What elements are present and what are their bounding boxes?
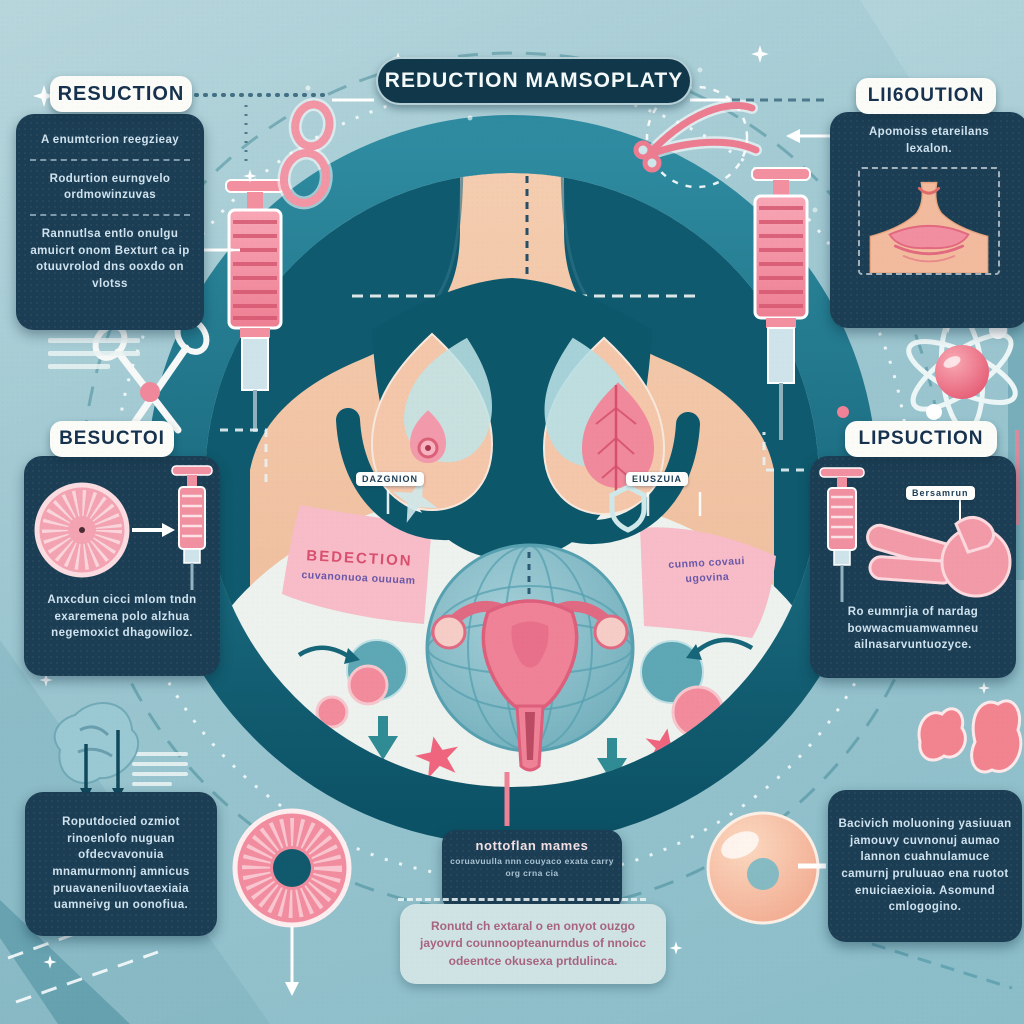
connector-lines [7, 93, 1019, 1004]
dashed-divider [30, 214, 190, 217]
bottom-center-title: nottoflan mames [475, 838, 589, 853]
card-bottom-center-header: nottoflan mames coruavuulla nnn couyaco … [442, 830, 622, 910]
card-top-left-p1: A enumtcrion reegzieay [40, 134, 180, 146]
syringe-hand-illustration [819, 467, 1012, 602]
dashed-divider [30, 158, 190, 161]
donut-icon [232, 808, 352, 996]
syringe-icon [751, 167, 849, 440]
left-breast-tag: DAZGNION [356, 472, 424, 486]
mini-torso-frame [858, 167, 1000, 276]
uterus-icon [431, 599, 629, 772]
card-top-right: Apomoiss etareilans lexalon. [830, 112, 1024, 328]
card-bottom-left-text: Roputdocied ozmiot rinoenlofo nuguan ofd… [52, 815, 190, 912]
glossy-ball-icon [706, 811, 820, 925]
main-title: REDUCTION MAMSOPLATY [376, 57, 692, 105]
card-top-left-p3: Rannutlsa entlo onulgu amuicrt onom Bext… [30, 228, 190, 291]
wedge-shapes [282, 505, 776, 638]
tissue-blob-icon [917, 699, 1023, 774]
card-bottom-center-body: Ronutd ch extaral o en onyot ouzgo jayov… [400, 904, 666, 984]
syringe-icon [225, 179, 285, 432]
right-wedge-subtitle: cunmo covaui ugovina [668, 555, 746, 585]
section-label-resuction: RESUCTION [50, 76, 192, 112]
right-breast-tag: EIUSZUIA [626, 472, 689, 486]
right-wedge-text: cunmo covaui ugovina [647, 553, 766, 589]
syringe-icon [819, 467, 865, 602]
card-top-left: A enumtcrion reegzieay Rodurtion eurngve… [16, 114, 204, 330]
hand-tag: Bersamrun [906, 486, 975, 500]
torso-illustration [205, 173, 819, 787]
breast-illustration [371, 327, 665, 515]
note-lines-icon [132, 752, 188, 786]
card-mid-left: Anxcdun cicci mlom tndn exaremena polo a… [24, 456, 220, 676]
card-top-right-text: Apomoiss etareilans lexalon. [868, 126, 990, 155]
card-mid-right: Bersamrun Ro eumnrjia of nardag bowwacmu… [810, 456, 1016, 678]
card-mid-left-text: Anxcdun cicci mlom tndn exaremena polo a… [47, 594, 197, 640]
forceps-icon [633, 85, 858, 189]
section-label-lipsuction: LIPSUCTION [845, 421, 997, 457]
safety-pin-icon [277, 97, 336, 210]
bottom-center-subtitle: coruavuulla nnn couyaco exata carry org … [450, 856, 614, 878]
card-bottom-left: Roputdocied ozmiot rinoenlofo nuguan ofd… [25, 792, 217, 936]
left-wedge-text: BEDECTION cuvanonuoa ouuuam [287, 546, 431, 589]
atom-icon [906, 311, 1018, 433]
card-bottom-right: Bacivich moluoning yasiuuan jamouvy cuvn… [828, 790, 1022, 942]
card-bottom-right-text: Bacivich moluoning yasiuuan jamouvy cuvn… [838, 817, 1012, 914]
card-mid-right-text: Ro eumnrjia of nardag bowwacmuamwamneu a… [847, 606, 979, 652]
brain-icon [53, 702, 139, 784]
bottom-center-body-text: Ronutd ch extaral o en onyot ouzgo jayov… [419, 918, 646, 968]
cell-cluster-left [297, 639, 408, 729]
dashed-divider [398, 898, 646, 901]
sparkle-icon [33, 45, 991, 969]
shield-icon [609, 484, 647, 533]
card-top-left-p2: Rodurtion eurngvelo ordmowinzuvas [49, 172, 171, 202]
chest-fold-illustration [869, 182, 989, 274]
areola-syringe-illustration [34, 465, 213, 590]
syringe-icon [171, 465, 213, 590]
hand-icon [866, 516, 1012, 598]
section-label-liboution: LII6OUTION [856, 78, 996, 114]
section-label-besuctoi: BESUCTOI [50, 421, 174, 457]
